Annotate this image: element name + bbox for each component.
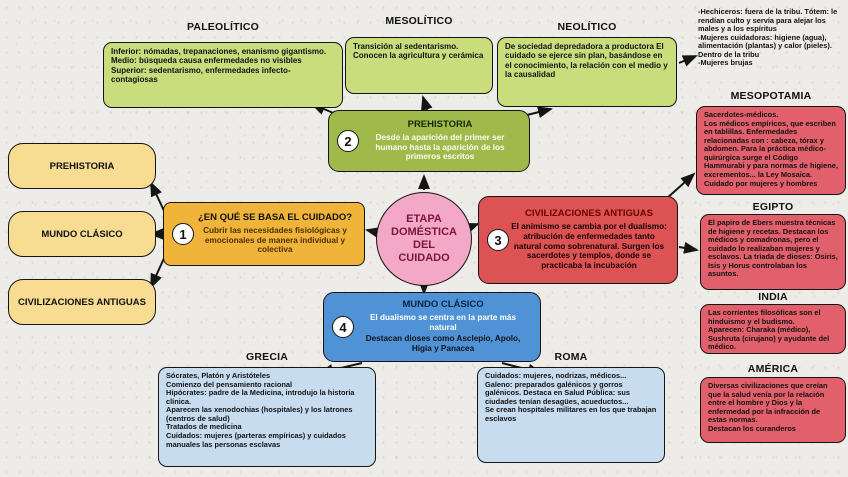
node-mundo-clasico-body-2: Destacan dioses como Asclepio, Apolo, Hi… (365, 334, 521, 354)
detail-box-mesopotamia: Sacerdotes-médicos. Los médicos empírico… (696, 106, 846, 195)
heading-mesolitico: MESOLÍTICO (385, 15, 453, 27)
node-cuidado-body: Cubrir las necesidades fisiológicas y em… (203, 225, 347, 255)
node-mundo-clasico: 4 MUNDO CLÁSICO El dualismo se centra en… (323, 292, 541, 362)
detail-box-egipto: El papiro de Ebers muestra técnicas de h… (700, 214, 846, 290)
node-number-badge: 2 (337, 130, 359, 152)
detail-box-america: Diversas civilizaciones que creían que l… (700, 377, 846, 443)
index-box-civilizaciones: CIVILIZACIONES ANTIGUAS (8, 279, 156, 325)
node-prehistoria: 2 PREHISTORIA Desde la aparición del pri… (328, 110, 530, 172)
heading-india: INDIA (758, 291, 788, 303)
node-prehistoria-body: Desde la aparición del primer ser humano… (375, 132, 505, 162)
node-number-badge: 4 (332, 316, 354, 338)
node-mundo-clasico-body-1: El dualismo se centra en la parte más na… (369, 313, 517, 332)
node-number-badge: 3 (487, 229, 509, 251)
node-mundo-clasico-title: MUNDO CLÁSICO (402, 299, 484, 311)
heading-mesopotamia: MESOPOTAMIA (730, 90, 812, 102)
index-box-prehistoria: PREHISTORIA (8, 143, 156, 189)
detail-box-roma: Cuidados: mujeres, nodrizas, médicos... … (477, 367, 665, 463)
node-prehistoria-title: PREHISTORIA (407, 119, 473, 131)
node-cuidado-title: ¿EN QUÉ SE BASA EL CUIDADO? (197, 212, 353, 224)
heading-grecia: GRECIA (245, 351, 289, 363)
detail-box-paleolitico: Inferior: nómadas, trepanaciones, enanis… (103, 42, 343, 108)
heading-america: AMÉRICA (747, 363, 799, 375)
node-number-badge: 1 (172, 223, 194, 245)
heading-paleolitico: PALEOLÍTICO (186, 21, 259, 33)
heading-neolitico: NEOLÍTICO (557, 21, 617, 33)
node-civilizaciones-title: CIVILIZACIONES ANTIGUAS (525, 208, 653, 220)
detail-box-india: Las corrientes filosóficas son el hindui… (700, 304, 846, 354)
index-box-mundo-clasico: MUNDO CLÁSICO (8, 211, 156, 257)
detail-box-grecia: Sócrates, Platón y Aristóteles Comienzo … (158, 367, 376, 467)
note-hechiceros: -Hechiceros: fuera de la tribu. Tótem: l… (698, 7, 838, 68)
node-civilizaciones: 3 CIVILIZACIONES ANTIGUAS El animismo se… (478, 196, 678, 284)
heading-roma: ROMA (554, 351, 588, 363)
detail-box-neolitico: De sociedad depredadora a productora El … (497, 37, 677, 107)
detail-box-mesolitico: Transición al sedentarismo. Conocen la a… (345, 37, 493, 94)
center-topic-circle: ETAPA DOMÉSTICA DEL CUIDADO (376, 192, 472, 286)
heading-egipto: EGIPTO (752, 201, 794, 213)
node-cuidado: 1 ¿EN QUÉ SE BASA EL CUIDADO? Cubrir las… (163, 202, 365, 266)
node-civilizaciones-body: El animismo se cambia por el dualismo: a… (511, 222, 667, 270)
